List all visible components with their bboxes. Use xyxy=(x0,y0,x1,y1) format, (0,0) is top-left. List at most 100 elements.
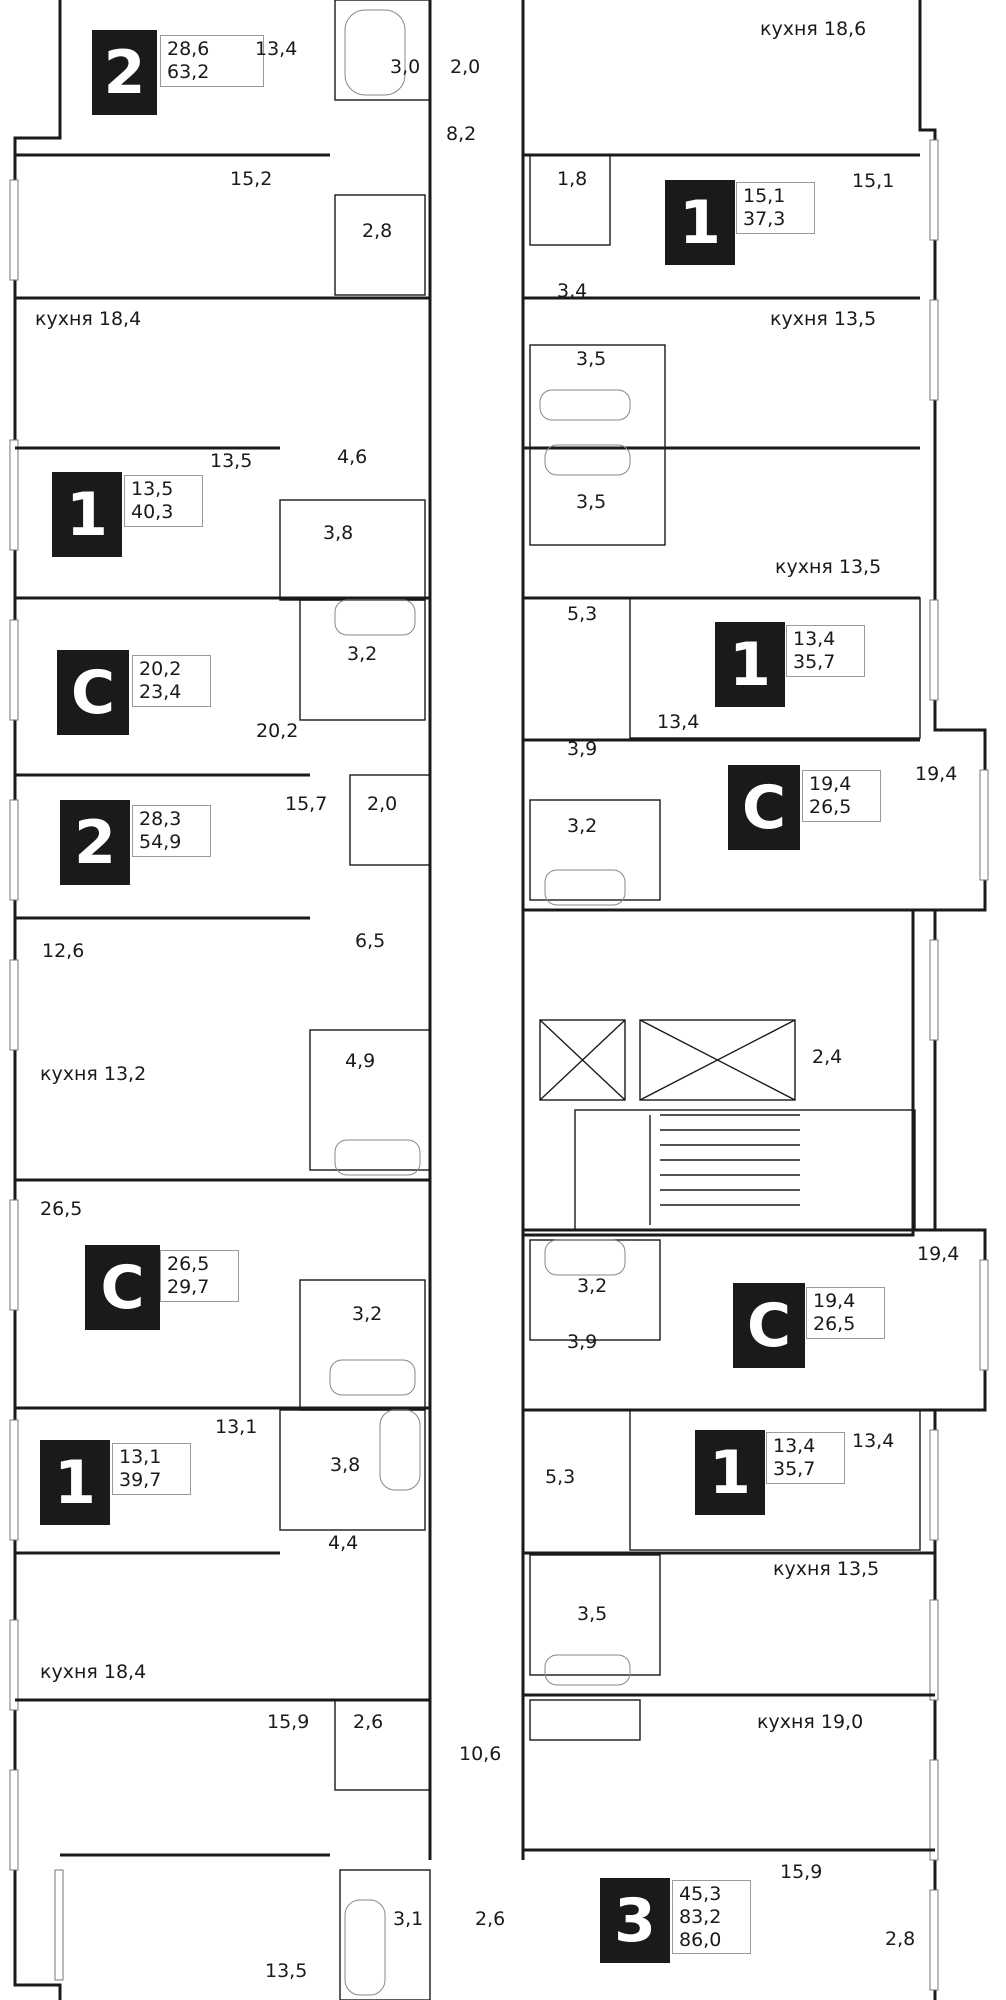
total-area: 35,7 xyxy=(773,1457,816,1480)
total-area: 54,9 xyxy=(139,830,182,853)
room-label: 3,5 xyxy=(576,491,607,513)
apartment-badge: 3 xyxy=(600,1878,670,1963)
room-label: 13,4 xyxy=(657,711,700,733)
apartment-badge: 1 xyxy=(715,622,785,707)
core xyxy=(521,908,916,1237)
apartment-badge: 2 xyxy=(92,30,157,115)
room-label: 3,5 xyxy=(576,348,607,370)
apartment-badge: С xyxy=(733,1283,805,1368)
room-label: 3,2 xyxy=(567,815,598,837)
living-area: 45,3 xyxy=(679,1883,722,1905)
total-area: 23,4 xyxy=(139,680,182,703)
room-label: кухня 18,6 xyxy=(760,18,867,40)
room-label: 20,2 xyxy=(256,720,299,742)
room-label: 3,4 xyxy=(557,280,588,302)
room-label: 13,5 xyxy=(265,1960,308,1982)
room-label: 19,4 xyxy=(915,763,958,785)
room-label: 5,3 xyxy=(567,603,598,625)
room-label: 3,8 xyxy=(323,522,354,544)
apartment-area-box: 13,1 39,7 xyxy=(112,1443,191,1495)
room-label: 3,1 xyxy=(393,1908,424,1930)
apartment-area-box: 19,4 26,5 xyxy=(806,1287,885,1339)
room-label: 3,9 xyxy=(567,738,598,760)
room-label: 2,6 xyxy=(353,1711,384,1733)
room-label: 26,5 xyxy=(40,1198,83,1220)
windows-left xyxy=(9,179,64,1981)
room-label: 4,4 xyxy=(328,1532,359,1554)
apartment-area-box: 19,4 26,5 xyxy=(802,770,881,822)
room-label: 8,2 xyxy=(446,123,477,145)
total-area: 29,7 xyxy=(167,1275,210,1298)
apartment-badge: 1 xyxy=(40,1440,110,1525)
apartment-area-box: 28,6 63,2 xyxy=(160,35,264,87)
left-partitions xyxy=(15,0,431,2000)
corridor-walls xyxy=(428,0,525,1860)
room-label: 15,9 xyxy=(780,1861,823,1883)
right-partitions xyxy=(523,153,935,1852)
room-label: 2,0 xyxy=(367,793,398,815)
room-label: 19,4 xyxy=(917,1243,960,1265)
apartment-area-box: 26,5 29,7 xyxy=(160,1250,239,1302)
room-label: кухня 19,0 xyxy=(757,1711,864,1733)
living-area: 28,6 xyxy=(167,38,210,60)
living-area: 19,4 xyxy=(809,773,852,795)
room-label: 3,8 xyxy=(330,1454,361,1476)
apartment-badge: С xyxy=(85,1245,160,1330)
room-label: 6,5 xyxy=(355,930,386,952)
fixtures xyxy=(329,9,631,1996)
room-label: 3,0 xyxy=(390,56,421,78)
apartment-badge: 1 xyxy=(695,1430,765,1515)
room-label: 15,7 xyxy=(285,793,328,815)
apartment-area-box: 15,1 37,3 xyxy=(736,182,815,234)
apartment-area-box: 13,4 35,7 xyxy=(786,625,865,677)
room-label: кухня 13,5 xyxy=(773,1558,880,1580)
outer-walls xyxy=(13,0,987,2000)
room-label: 3,9 xyxy=(567,1331,598,1353)
living-area: 26,5 xyxy=(167,1253,210,1275)
room-label: 1,8 xyxy=(557,168,588,190)
apartment-badge: 1 xyxy=(665,180,735,265)
total-area: 35,7 xyxy=(793,650,836,673)
room-label: кухня 13,5 xyxy=(770,308,877,330)
apartment-area-box: 28,3 54,9 xyxy=(132,805,211,857)
windows-right xyxy=(929,139,989,1991)
room-label: 13,5 xyxy=(210,450,253,472)
room-label: 3,2 xyxy=(352,1303,383,1325)
living-area: 13,4 xyxy=(793,628,836,650)
room-label: 2,4 xyxy=(812,1046,843,1068)
room-label: 4,9 xyxy=(345,1050,376,1072)
room-label: 3,2 xyxy=(347,643,378,665)
total-area: 63,2 xyxy=(167,60,210,83)
apartment-area-box: 13,4 35,7 xyxy=(766,1432,845,1484)
living-area: 13,4 xyxy=(773,1435,816,1457)
room-label: 3,5 xyxy=(577,1603,608,1625)
room-label: кухня 13,5 xyxy=(775,556,882,578)
apartment-area-box: 45,3 83,2 86,0 xyxy=(672,1880,751,1955)
apartment-area-box: 20,2 23,4 xyxy=(132,655,211,707)
room-label: 10,6 xyxy=(459,1743,502,1765)
living-area: 28,3 xyxy=(139,808,182,830)
apartment-badge: 1 xyxy=(52,472,122,557)
room-label: кухня 13,2 xyxy=(40,1063,147,1085)
apartment-badge: С xyxy=(728,765,800,850)
total-area: 26,5 xyxy=(809,795,852,818)
room-label: 12,6 xyxy=(42,940,85,962)
living-area: 19,4 xyxy=(813,1290,856,1312)
living-area: 13,5 xyxy=(131,478,174,500)
living-area: 20,2 xyxy=(139,658,182,680)
total-area: 39,7 xyxy=(119,1468,162,1491)
living-area: 13,1 xyxy=(119,1446,162,1468)
apartment-badge: С xyxy=(57,650,129,735)
room-label: 15,1 xyxy=(852,170,895,192)
room-label: 3,2 xyxy=(577,1275,608,1297)
room-label: 15,2 xyxy=(230,168,273,190)
total-area: 26,5 xyxy=(813,1312,856,1335)
apartment-area-box: 13,5 40,3 xyxy=(124,475,203,527)
room-label: 2,0 xyxy=(450,56,481,78)
total-area-with-balcony: 86,0 xyxy=(679,1928,722,1951)
room-label: 15,9 xyxy=(267,1711,310,1733)
room-label: 5,3 xyxy=(545,1466,576,1488)
room-label: 2,8 xyxy=(362,220,393,242)
room-label: кухня 18,4 xyxy=(40,1661,147,1683)
